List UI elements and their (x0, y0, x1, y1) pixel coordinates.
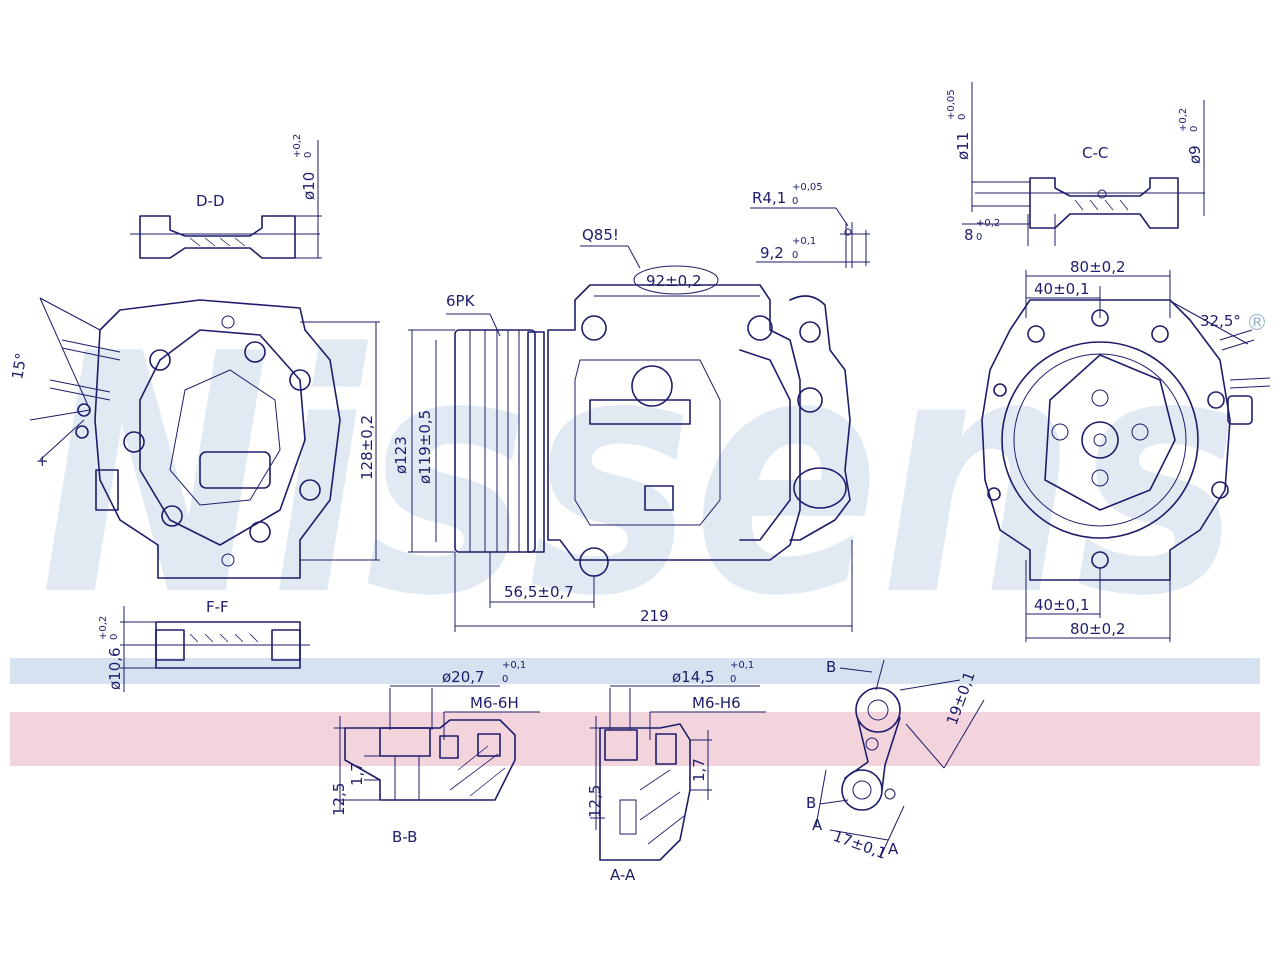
dim-d9: ø9 (1186, 145, 1204, 164)
marker-a-right: A (888, 840, 899, 858)
dim-w80-bot: 80±0,2 (1070, 620, 1126, 638)
pink-band (10, 712, 1260, 766)
svg-text:+: + (36, 452, 49, 470)
dim-d10-tol-bot: 0 (303, 152, 314, 158)
dim-d145-tol-top: +0,1 (730, 660, 754, 671)
dim-d92: 9,2 (760, 244, 784, 262)
dim-h125-left: 12,5 (330, 783, 348, 816)
dim-d106: ø10,6 (106, 647, 124, 690)
dim-w565: 56,5±0,7 (504, 583, 574, 601)
dim-d207: ø20,7 (442, 668, 485, 686)
dim-d207-tol-top: +0,1 (502, 660, 526, 671)
section-cc: C-C ø11 +0,05 0 ø9 +0,2 0 8 +0,2 0 (946, 82, 1205, 246)
dim-d9-tol-top: +0,2 (1178, 108, 1189, 132)
dim-d106-tol-top: +0,2 (98, 616, 109, 640)
dim-m6-right: M6-H6 (692, 694, 741, 712)
dim-h128: 128±0,2 (358, 415, 376, 480)
dim-d17: 17±0,1 (831, 827, 889, 863)
side-view: 6PK Q85! 92±0,2 R4,1 +0,05 0 9,2 +0,1 0 … (392, 182, 870, 632)
dim-d106-tol-bot: 0 (109, 634, 120, 640)
dim-d10-tol-top: +0,2 (292, 134, 303, 158)
dim-angle-325: 32,5° (1200, 312, 1241, 330)
dim-w92: 92±0,2 (646, 272, 702, 290)
dim-r41-tol-top: +0,05 (792, 182, 823, 193)
registered-mark: ® (1246, 311, 1268, 336)
dim-d207-tol-bot: 0 (502, 674, 508, 685)
section-cc-label: C-C (1082, 144, 1108, 162)
dim-d145: ø14,5 (672, 668, 715, 686)
marker-a-left: A (812, 816, 823, 834)
brand-watermark: Nissens (40, 284, 1240, 668)
marker-b-top: B (826, 658, 836, 676)
dim-d92-tol-top: +0,1 (792, 236, 816, 247)
dim-d123: ø123 (392, 436, 410, 474)
section-aa: ø14,5 +0,1 0 M6-H6 12,5 1,7 A-A (586, 660, 766, 884)
dim-m6-left: M6-6H (470, 694, 519, 712)
dim-d9-tol-bot: 0 (1189, 126, 1200, 132)
dim-d119: ø119±0,5 (416, 410, 434, 484)
dim-w219: 219 (640, 607, 669, 625)
dim-d10: ø10 (300, 172, 318, 200)
dim-d92-tol-bot: 0 (792, 250, 798, 261)
blue-band (10, 658, 1260, 684)
dim-h17-left: 1,7 (348, 762, 366, 786)
dim-w8-tol-bot: 0 (976, 232, 982, 243)
section-dd: D-D ø10 +0,2 0 (130, 134, 322, 259)
dim-w80-top: 80±0,2 (1070, 258, 1126, 276)
front-view: 80±0,2 40±0,1 32,5° 40±0,1 80±0,2 (981, 258, 1271, 642)
section-aa-label: A-A (610, 866, 636, 884)
dim-angle-15: 15° (8, 351, 30, 380)
dim-h125-right: 12,5 (586, 785, 604, 818)
rear-view-left: 15° + 128±0,2 (8, 297, 380, 579)
dim-w40-top: 40±0,1 (1034, 280, 1090, 298)
dim-w40-bot: 40±0,1 (1034, 596, 1090, 614)
dim-w8: 8 (964, 226, 974, 244)
section-bb: ø20,7 +0,1 0 M6-6H 12,5 1,7 B-B (330, 660, 540, 846)
dim-r41: R4,1 (752, 189, 786, 207)
dim-h17-right: 1,7 (690, 758, 708, 782)
section-ff-label: F-F (206, 598, 229, 616)
label-part-ref: Q85! (582, 226, 619, 244)
section-dd-label: D-D (196, 192, 225, 210)
dim-d145-tol-bot: 0 (730, 674, 736, 685)
marker-b-bottom: B (806, 794, 816, 812)
section-bb-label: B-B (392, 828, 417, 846)
label-6pk: 6PK (446, 292, 476, 310)
dim-d11-tol-top: +0,05 (946, 89, 957, 120)
dim-d11: ø11 (954, 132, 972, 160)
dim-r41-tol-bot: 0 (792, 196, 798, 207)
section-ff: F-F ø10,6 +0,2 0 (98, 598, 310, 692)
dim-d11-tol-bot: 0 (957, 114, 968, 120)
